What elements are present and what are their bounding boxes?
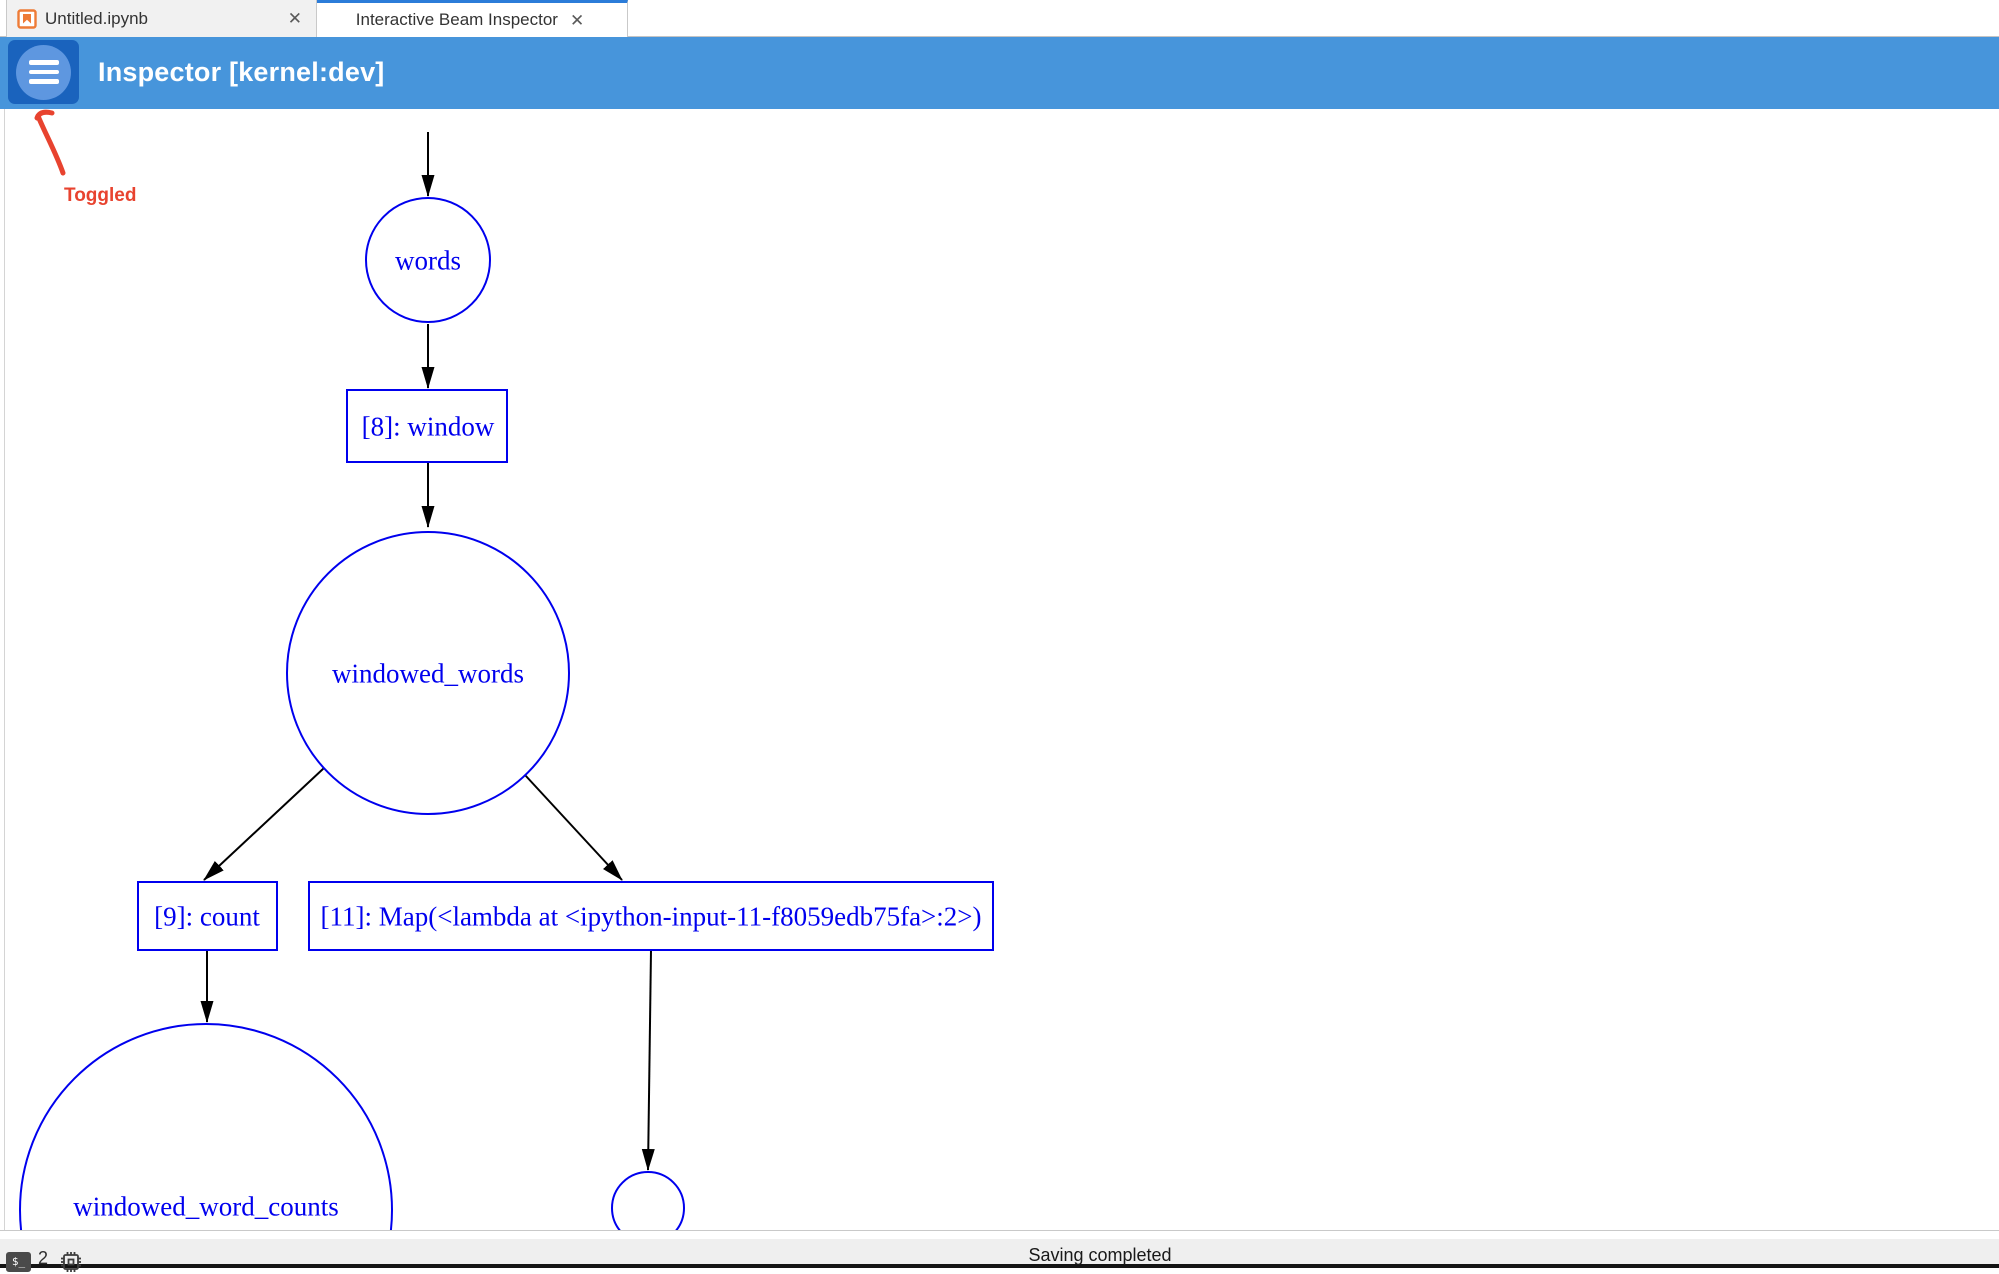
tab-bar: Untitled.ipynb ✕ Interactive Beam Inspec… bbox=[0, 0, 1999, 37]
kernel-chip-icon[interactable] bbox=[59, 1250, 83, 1274]
graph-node-label: [8]: window bbox=[362, 411, 495, 441]
annotation-arrow bbox=[34, 109, 66, 176]
graph-node-label: windowed_words bbox=[332, 658, 524, 688]
graph-node-windowed-words bbox=[286, 531, 570, 815]
graph-node-map-lambda bbox=[308, 881, 994, 951]
graph-node-label: [11]: Map(<lambda at <ipython-input-11-f… bbox=[321, 901, 982, 931]
graph-node-label: windowed_word_counts bbox=[73, 1191, 338, 1221]
status-bar bbox=[0, 1239, 1999, 1264]
status-message: Saving completed bbox=[1028, 1245, 1172, 1265]
graph-node-output bbox=[611, 1171, 685, 1230]
pipeline-graph-canvas: words [8]: window windowed_words [9]: co… bbox=[0, 109, 1999, 1231]
annotation-toggled-label: Toggled bbox=[64, 185, 137, 206]
graph-node-label: words bbox=[395, 245, 461, 275]
notebook-icon bbox=[17, 8, 37, 29]
tab-label: Interactive Beam Inspector bbox=[355, 10, 558, 29]
panel-left-border bbox=[4, 109, 5, 1230]
menu-toggle-button[interactable] bbox=[8, 40, 79, 104]
page-title: Inspector [kernel:dev] bbox=[98, 57, 385, 87]
close-icon[interactable]: ✕ bbox=[569, 10, 585, 30]
graph-edges bbox=[200, 132, 655, 1171]
edge-windowed-words-to-count bbox=[203, 767, 325, 881]
tab-untitled-notebook[interactable]: Untitled.ipynb ✕ bbox=[6, 0, 317, 37]
terminal-sessions-icon[interactable]: $_ bbox=[6, 1252, 31, 1272]
session-count[interactable]: 2 bbox=[38, 1248, 49, 1268]
graph-node-label: [9]: count bbox=[154, 901, 260, 931]
graph-node-window bbox=[346, 389, 508, 463]
graph-node-words bbox=[365, 197, 491, 323]
graph-node-windowed-word-counts bbox=[19, 1023, 393, 1230]
window-bottom-edge bbox=[0, 1264, 1999, 1268]
tab-label: Untitled.ipynb bbox=[45, 8, 149, 28]
edge-windowed-words-to-map bbox=[524, 774, 623, 881]
graph-node-count bbox=[137, 881, 278, 951]
close-icon[interactable]: ✕ bbox=[287, 9, 302, 28]
tab-interactive-beam-inspector[interactable]: Interactive Beam Inspector ✕ bbox=[317, 0, 628, 37]
edge-map-to-output bbox=[641, 949, 655, 1171]
inspector-header: Inspector [kernel:dev] bbox=[0, 37, 1999, 109]
hamburger-icon bbox=[16, 44, 71, 100]
graph-nodes: words [8]: window windowed_words [9]: co… bbox=[19, 197, 994, 1230]
pipeline-graph: words [8]: window windowed_words [9]: co… bbox=[19, 109, 994, 1230]
